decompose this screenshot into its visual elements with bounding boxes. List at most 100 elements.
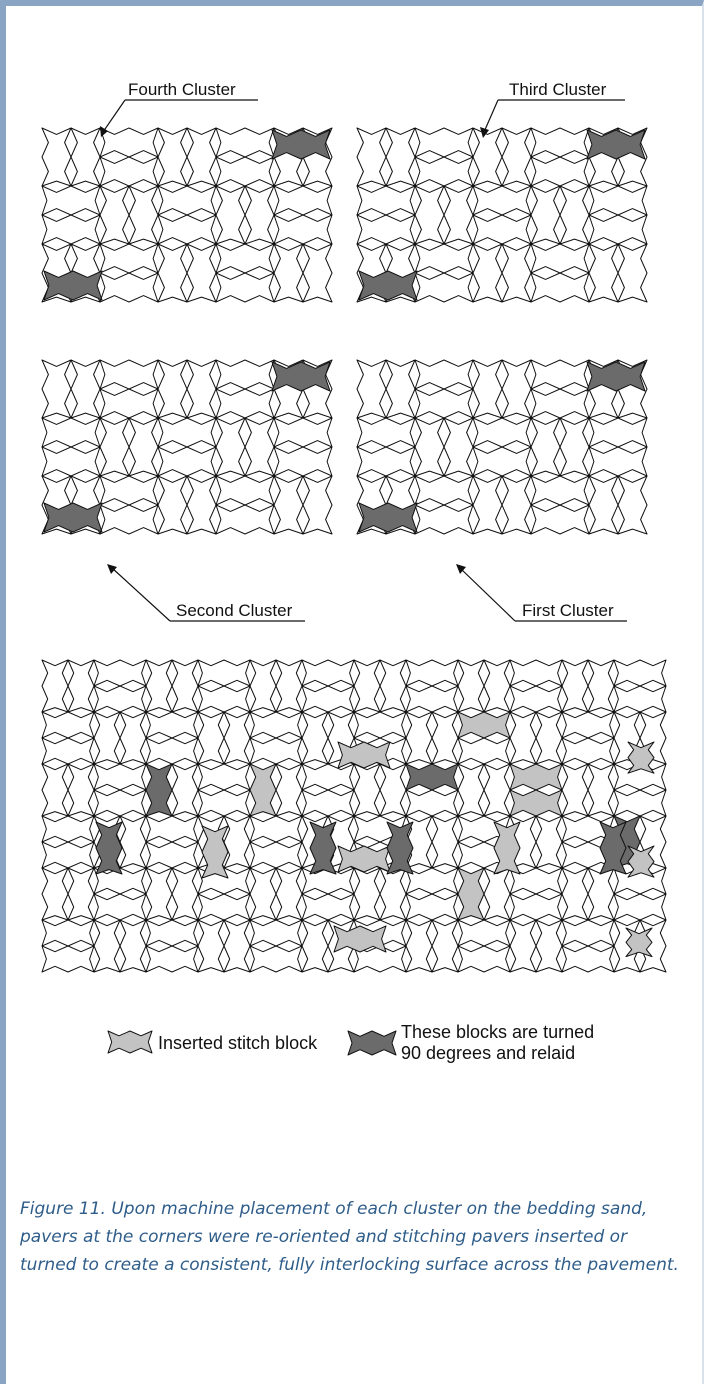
cluster-grids (42, 128, 647, 534)
paver (415, 476, 473, 505)
paver (158, 215, 216, 244)
paver (187, 128, 216, 186)
paver (94, 894, 146, 920)
paver (42, 738, 94, 764)
paver (158, 244, 187, 302)
paver (415, 186, 444, 244)
paver (406, 686, 458, 712)
paver (406, 790, 458, 816)
paver (302, 660, 354, 686)
paver (100, 360, 158, 389)
paver (198, 764, 250, 790)
paver (302, 920, 328, 972)
paver (274, 215, 332, 244)
paver (198, 894, 250, 920)
stitch-block (334, 926, 386, 952)
paver (473, 186, 531, 215)
fourth-leader (103, 100, 125, 132)
paver (531, 418, 560, 476)
paver (100, 476, 158, 505)
paver (94, 790, 146, 816)
paver (415, 418, 444, 476)
paver (473, 215, 531, 244)
paver (484, 868, 510, 920)
paver (100, 128, 158, 157)
paver (302, 868, 354, 894)
cluster (357, 360, 647, 534)
paver (618, 476, 647, 534)
paver (68, 868, 94, 920)
paver (354, 660, 380, 712)
paver (42, 186, 100, 215)
paver (146, 920, 198, 946)
stitch-block (202, 826, 228, 878)
paver (216, 418, 245, 476)
paver (415, 273, 473, 302)
paver (245, 418, 274, 476)
paver (357, 128, 386, 186)
stitch-block (626, 928, 652, 957)
paver (250, 738, 302, 764)
paver (406, 660, 458, 686)
paver (614, 790, 666, 816)
paver (216, 360, 274, 389)
paver (274, 476, 303, 534)
paver (458, 946, 510, 972)
paver (187, 360, 216, 418)
paver (250, 842, 302, 868)
paver (473, 418, 531, 447)
paver (415, 360, 473, 389)
paver (380, 764, 406, 816)
special-paver (510, 764, 562, 790)
paver (224, 816, 250, 868)
special-paver (458, 712, 510, 738)
paver (502, 360, 531, 418)
paver (588, 868, 614, 920)
paver (187, 244, 216, 302)
paver (536, 920, 562, 972)
paver (100, 186, 129, 244)
figure-caption: Figure 11. Upon machine placement of eac… (20, 1195, 680, 1279)
paver (458, 920, 510, 946)
turned-corner-block (587, 130, 645, 159)
paver (589, 418, 647, 447)
paver (250, 946, 302, 972)
paver (562, 712, 614, 738)
paver (589, 476, 618, 534)
paver (415, 128, 473, 157)
paver (100, 273, 158, 302)
paver (216, 186, 245, 244)
fourth-cluster-label: Fourth Cluster (128, 80, 236, 100)
paver (484, 660, 510, 712)
paver (354, 764, 380, 816)
paver (42, 360, 71, 418)
paver (531, 360, 589, 389)
paver (380, 868, 406, 920)
third-leader (484, 100, 498, 132)
paver (432, 816, 458, 868)
paver (588, 660, 614, 712)
stitch-block (338, 742, 390, 768)
paver (94, 686, 146, 712)
paver (94, 920, 120, 972)
paver (172, 868, 198, 920)
paver (276, 764, 302, 816)
paver (588, 764, 614, 816)
paver (146, 816, 198, 842)
stitch-block (628, 742, 654, 773)
turned-block (387, 822, 413, 874)
paver (473, 476, 502, 534)
paver (510, 712, 536, 764)
paver (276, 660, 302, 712)
paver (216, 244, 274, 273)
paver (198, 790, 250, 816)
paver (386, 128, 415, 186)
paver (357, 418, 415, 447)
paver (473, 244, 502, 302)
paver (562, 764, 588, 816)
paver (386, 360, 415, 418)
turned-corner-block (587, 362, 645, 391)
paver (536, 816, 562, 868)
paver (415, 505, 473, 534)
paver (42, 128, 71, 186)
